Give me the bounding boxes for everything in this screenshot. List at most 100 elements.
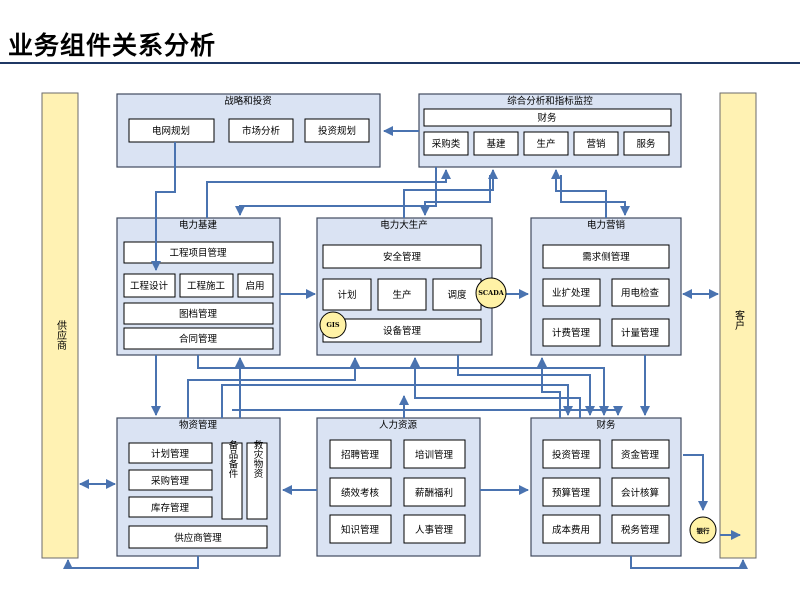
label-commissioning: 启用 [245,280,264,292]
flow-production-to-finance [457,355,595,416]
group-strategy-title: 战略和投资 [224,95,272,107]
box-tax-management [611,514,670,544]
label-marketing-short: 营销 [586,138,606,150]
label-purchase-management: 采购管理 [151,475,190,487]
scada-badge [475,277,507,309]
box-investment-management [542,439,601,469]
label-engineering-design: 工程设计 [130,280,169,292]
label-business-expansion: 业扩处理 [552,287,591,299]
label-plan: 计划 [337,289,356,301]
group-construction-title: 电力基建 [179,219,218,231]
flow-grid-planning-to-construction [151,142,176,271]
box-plan [322,278,372,311]
box-metering-management [611,318,670,347]
box-contract-management [123,327,274,350]
flow-construction-to-finance-a [197,355,609,416]
label-metering-management: 计量管理 [621,327,660,339]
box-demand-side-management [542,244,670,269]
box-spare-parts [221,442,243,520]
label-spare-parts: 备品备件 [227,439,239,479]
box-compensation-welfare [403,477,466,507]
box-fund-management [611,439,670,469]
flow-marketing-to-monitor [551,169,607,218]
label-knowledge-management: 知识管理 [341,524,380,536]
customer-bar [719,92,757,559]
title-divider [0,62,800,64]
group-finance-title: 财务 [596,419,616,431]
label-monitor-finance: 财务 [537,112,557,124]
label-billing-management: 计费管理 [552,327,591,339]
label-dispatch: 调度 [447,289,467,301]
gis-badge [319,311,347,339]
flow-construction-to-finance-b [232,406,623,416]
flow-connectors [63,126,748,569]
supplier-bar [41,92,79,559]
box-marketing-short [573,131,619,156]
label-procurement-category: 采购类 [432,138,461,150]
box-commissioning [237,273,274,298]
customer-label: 客户 [733,309,745,331]
label-investment-planning: 投资规划 [318,125,356,137]
label-investment-management: 投资管理 [552,449,591,461]
label-compensation-welfare: 薪酬福利 [415,487,453,499]
label-tax-management: 税务管理 [621,524,660,536]
group-materials-title: 物资管理 [179,419,218,431]
label-recruitment-management: 招聘管理 [341,449,380,461]
label-market-analysis: 市场分析 [242,125,281,137]
box-accounting [611,477,670,507]
label-plan-management: 计划管理 [151,448,190,460]
box-relief-materials [246,442,268,520]
box-purchase-management [128,469,213,491]
label-accounting: 会计核算 [621,487,659,499]
flow-materials-to-finance [221,384,573,418]
box-personnel-management [403,514,466,544]
label-budget-management: 预算管理 [552,487,591,499]
supplier-label: 供应商 [55,319,67,351]
box-market-analysis [228,118,294,143]
box-production-item [377,278,427,311]
box-dispatch [432,278,482,311]
label-production-short: 生产 [536,138,555,150]
flow-finance-to-production [410,357,581,418]
box-business-expansion [542,278,601,307]
label-grid-planning: 电网规划 [152,125,190,137]
flow-construction-to-monitor [206,169,451,218]
label-training-management: 培训管理 [415,449,454,461]
box-investment-planning [304,118,370,143]
flow-materials-to-production [187,357,360,418]
label-equipment-management: 设备管理 [383,325,422,337]
label-cost-expense: 成本费用 [552,524,590,536]
box-billing-management [542,318,601,347]
label-performance-appraisal: 绩效考核 [341,487,380,499]
box-plan-management [128,442,213,464]
label-safety-management: 安全管理 [383,251,422,263]
flow-materials-to-supplier [63,556,199,569]
group-production-title: 电力大生产 [380,219,428,231]
box-monitor-finance [423,108,672,127]
box-inventory-management [128,496,213,518]
label-relief-materials: 救灾物资 [252,439,264,479]
label-engineering-construction: 工程施工 [187,280,226,292]
box-procurement-category [423,131,469,156]
box-engineering-construction [179,273,234,298]
group-hr-title: 人力资源 [379,419,418,431]
box-supplier-management [128,525,268,549]
box-recruitment-management [329,439,392,469]
label-supplier-management: 供应商管理 [174,532,222,544]
label-power-inspection: 用电检查 [621,287,660,299]
box-training-management [403,439,466,469]
group-marketing-title: 电力营销 [587,219,626,231]
box-archive-management [123,302,274,325]
box-grid-planning [128,118,215,143]
flow-monitor-to-production [420,175,491,216]
bank-label: 银行 [697,526,711,535]
flow-finance-to-bank [683,454,708,511]
box-power-inspection [611,278,670,307]
box-budget-management [542,477,601,507]
label-inventory-management: 库存管理 [151,502,190,514]
page-title: 业务组件关系分析 [8,31,217,60]
label-construction-short: 基建 [486,138,506,150]
box-engineering-design [123,273,176,298]
label-personnel-management: 人事管理 [415,524,454,536]
scada-label: SCADA [478,289,505,297]
